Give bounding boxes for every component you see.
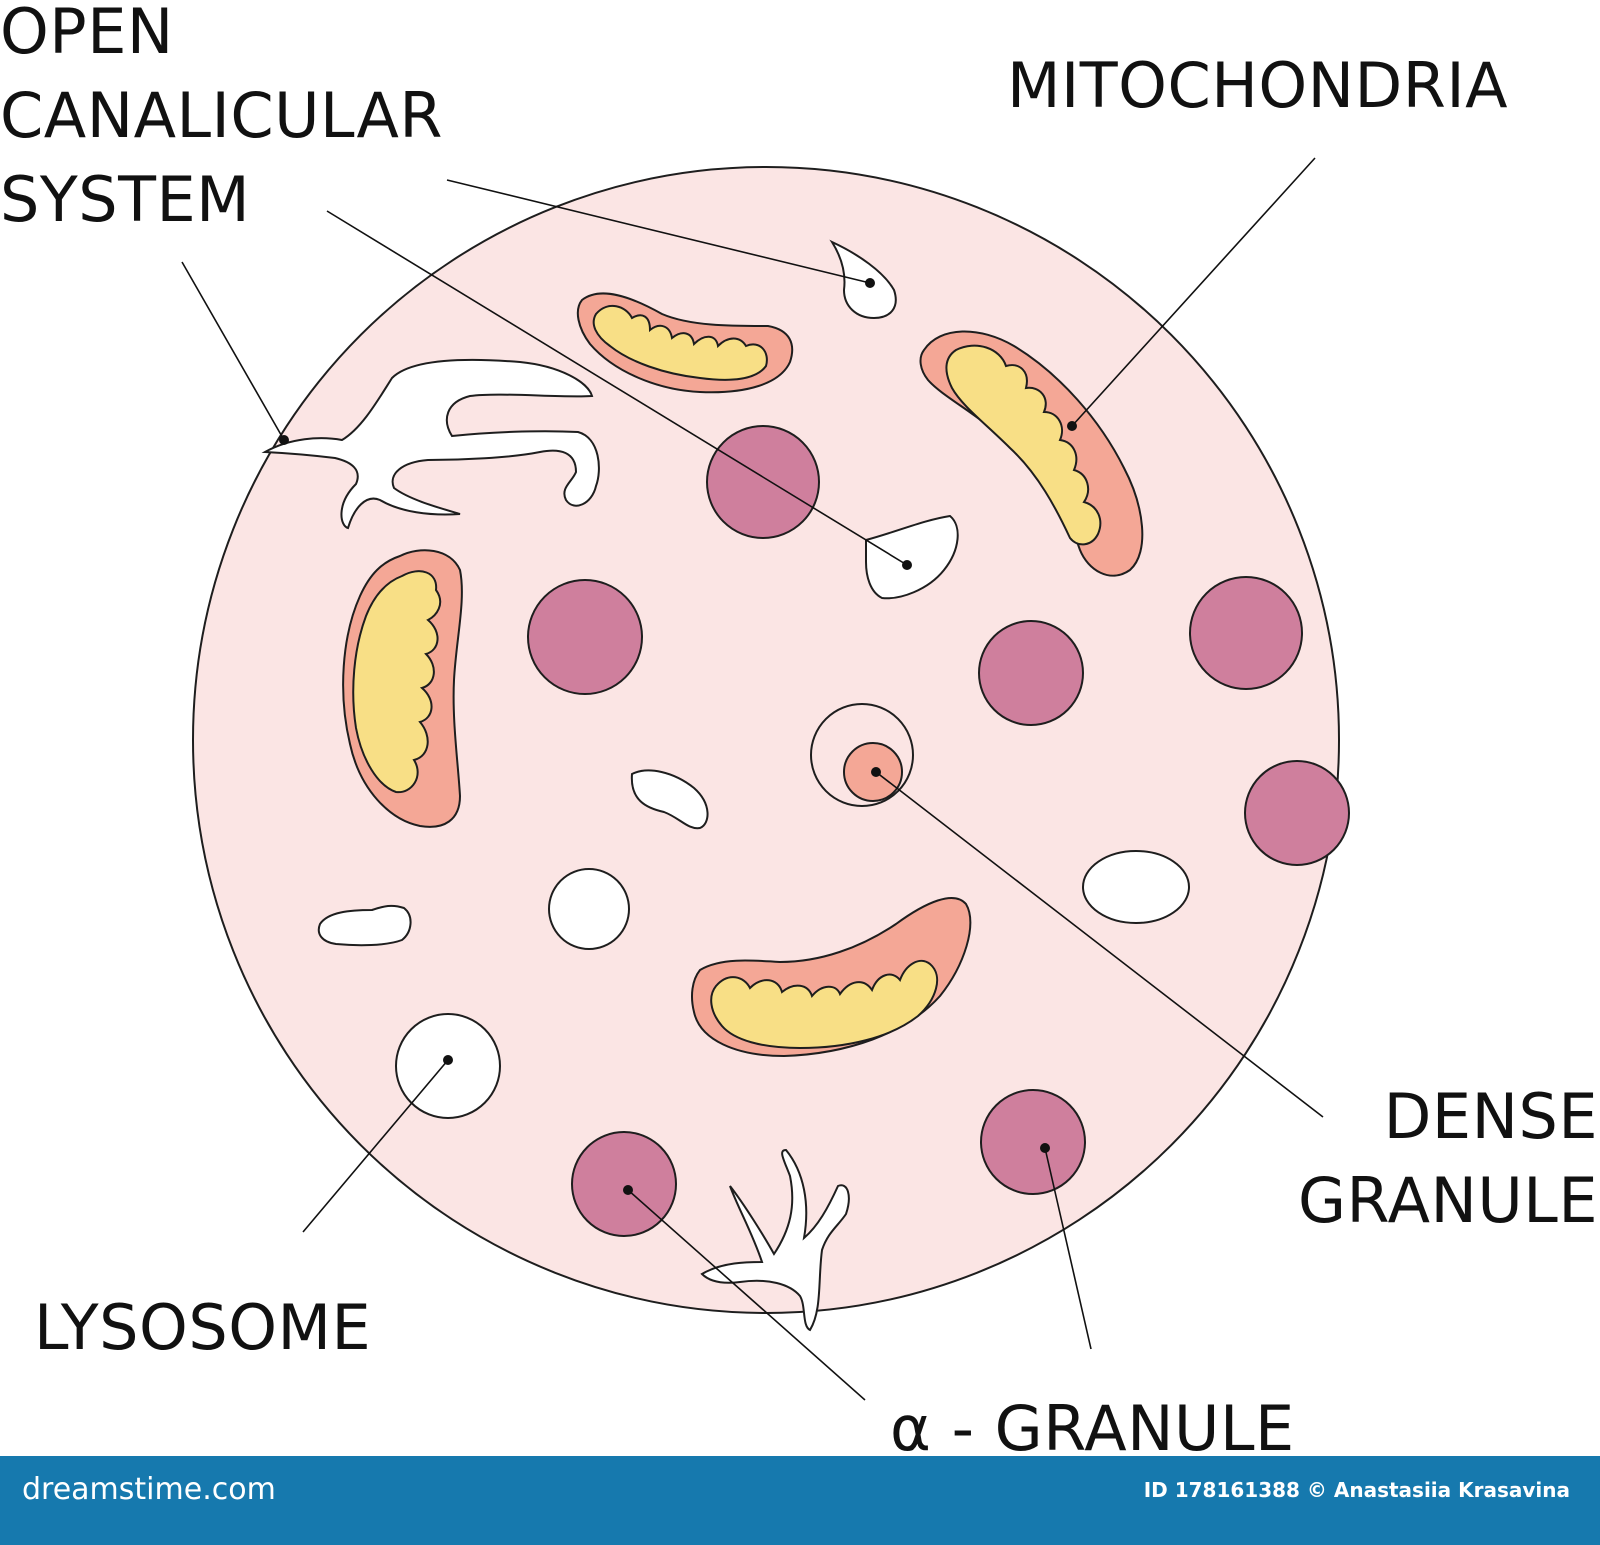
label-lysosome: LYSOSOME [34, 1291, 372, 1364]
alpha-granule-2 [527, 579, 643, 695]
label-open-canalicular-system: OPEN CANALICULAR SYSTEM [0, 0, 443, 242]
dot-alpha-granule-a [623, 1185, 633, 1195]
label-dense-line-2: GRANULE [1298, 1164, 1598, 1237]
alpha-granule-1 [706, 425, 820, 539]
dot-lysosome [443, 1055, 453, 1065]
footer-bar: dreamstime.com ID 178161388 © Anastasiia… [0, 1456, 1600, 1545]
label-dense-granule: DENSE GRANULE [1298, 1075, 1598, 1243]
leader-dots [279, 278, 1077, 1195]
dot-dense-granule [871, 767, 881, 777]
label-dense-line-1: DENSE [1383, 1080, 1598, 1153]
label-mitochondria: MITOCHONDRIA [1007, 49, 1509, 122]
mitochondrion-bottom [691, 896, 972, 1058]
label-ocs-line-3: SYSTEM [0, 163, 251, 236]
vacuole-oval-right [1082, 850, 1190, 924]
mitochondrion-left [342, 549, 463, 828]
dot-alpha-granule-b [1040, 1143, 1050, 1153]
ocs-branch-top [261, 358, 600, 530]
dot-ocs-canal [279, 435, 289, 445]
label-ocs-line-2: CANALICULAR [0, 79, 443, 152]
dot-ocs-teardrop [865, 278, 875, 288]
leader-lines [181, 157, 1324, 1401]
vacuole-upper-right [865, 514, 959, 600]
dot-ocs-vacuole [902, 560, 912, 570]
leader-ocs-canal [181, 261, 285, 441]
dense-granule-halo [810, 703, 914, 807]
alpha-granule-5 [1244, 760, 1350, 866]
vacuole-round-left [548, 868, 630, 950]
leader-mitochondria [1071, 157, 1316, 427]
label-ocs-line-1: OPEN [0, 0, 174, 68]
alpha-granule-7 [571, 1131, 677, 1237]
label-alpha-granule: α - GRANULE [890, 1392, 1295, 1465]
alpha-granule-3 [978, 620, 1084, 726]
image-credit: ID 178161388 © Anastasiia Krasavina [1143, 1478, 1570, 1502]
leader-alpha-granule-a [627, 1189, 866, 1401]
leader-lysosome [302, 1059, 449, 1233]
vacuole-elongated-left [317, 904, 412, 947]
leader-ocs-vacuole [326, 210, 908, 566]
brand-logo-text[interactable]: dreamstime.com [22, 1472, 276, 1507]
platelet-diagram [181, 157, 1350, 1401]
alpha-granule-6 [980, 1089, 1086, 1195]
ocs-branch-bottom [700, 1148, 850, 1332]
mitochondrion-right [919, 330, 1144, 577]
leader-ocs-teardrop [446, 179, 871, 284]
vacuole-bean-center [630, 769, 709, 830]
leader-dense-granule [875, 771, 1324, 1118]
alpha-granule-4 [1189, 576, 1303, 690]
dot-mitochondria [1067, 421, 1077, 431]
leader-alpha-granule-b [1044, 1147, 1092, 1350]
mitochondrion-top [576, 292, 794, 394]
